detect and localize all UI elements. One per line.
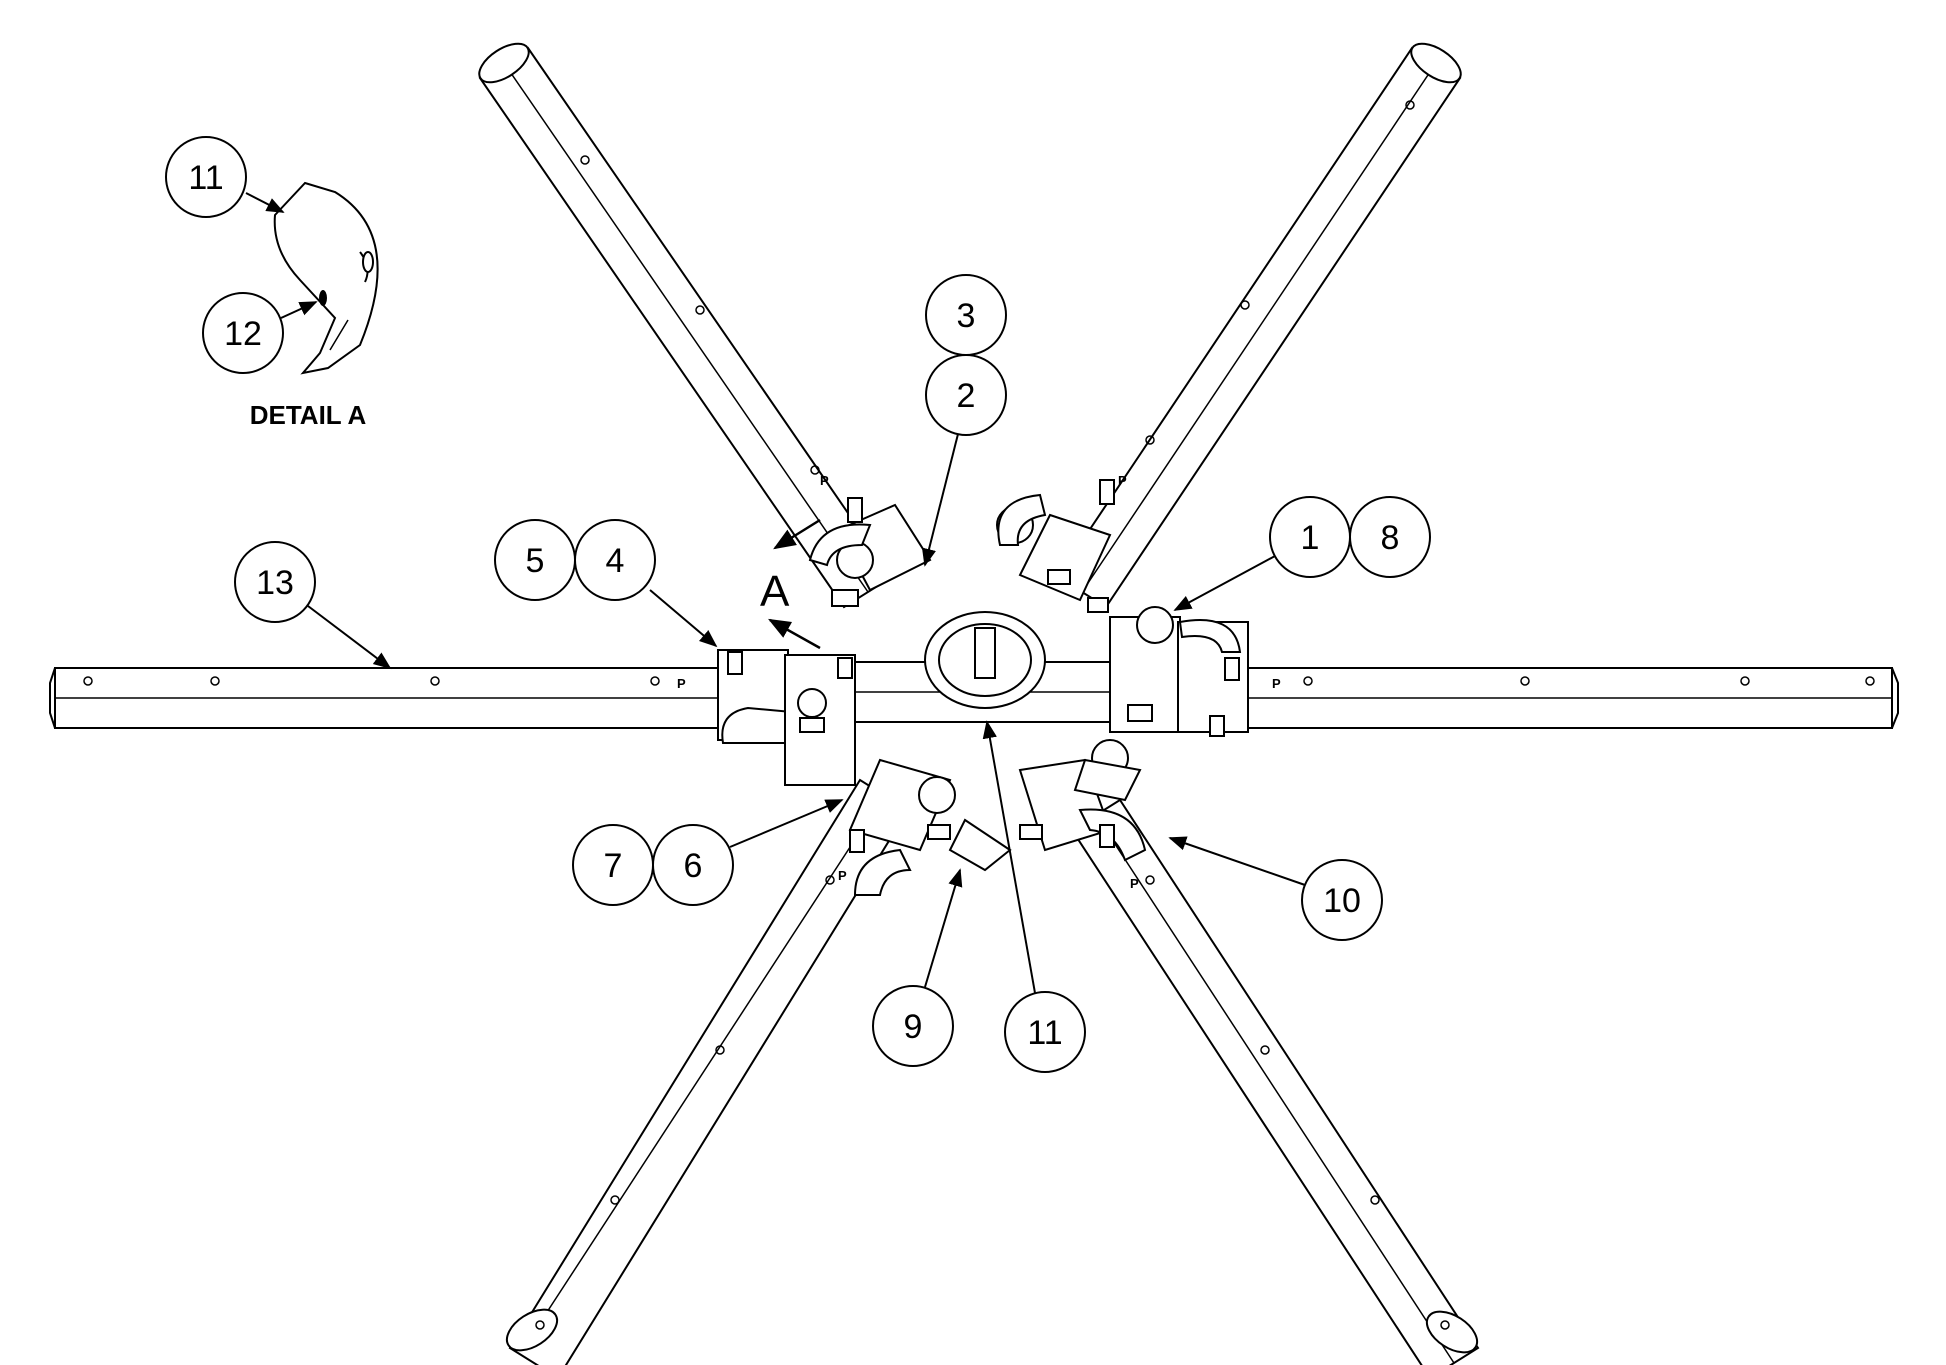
stamp-upper-right: P: [1118, 473, 1127, 488]
stamp-lower-left: P: [838, 868, 847, 883]
svg-text:11: 11: [188, 159, 223, 197]
detail-callout-11: 11: [165, 136, 285, 218]
view-letter: A: [760, 567, 790, 616]
svg-text:12: 12: [224, 315, 262, 353]
rod-stamps: P P P P P P: [677, 473, 1281, 891]
svg-text:8: 8: [1381, 519, 1400, 557]
svg-text:6: 6: [684, 847, 703, 885]
callout-13: 13: [234, 541, 392, 670]
callout-10: 10: [1168, 836, 1383, 941]
svg-text:3: 3: [957, 297, 976, 335]
callout-2: 2: [921, 354, 1007, 567]
svg-text:4: 4: [606, 542, 625, 580]
stamp-left: P: [677, 676, 686, 691]
view-marker-a: A: [760, 518, 821, 650]
svg-text:2: 2: [957, 377, 976, 415]
svg-text:11: 11: [1027, 1014, 1062, 1052]
detail-title: DETAIL A: [250, 400, 367, 430]
arm-left: [49, 667, 756, 729]
central-hub: [717, 479, 1249, 896]
callout-3: 3: [925, 274, 1007, 356]
stamp-upper-left: P: [820, 473, 829, 488]
svg-text:13: 13: [256, 564, 294, 602]
svg-text:9: 9: [904, 1008, 923, 1046]
callout-1: 1: [1173, 496, 1351, 611]
detail-callout-12: 12: [202, 292, 318, 374]
callout-5: 5: [494, 519, 576, 601]
stamp-lower-right: P: [1130, 876, 1139, 891]
arm-right: [1229, 667, 1899, 729]
callout-4: 4: [574, 519, 718, 648]
callout-8: 8: [1349, 496, 1431, 578]
svg-text:1: 1: [1301, 519, 1320, 557]
svg-text:7: 7: [604, 847, 623, 885]
stamp-right: P: [1272, 676, 1281, 691]
callout-11: 11: [982, 720, 1086, 1073]
callout-9: 9: [872, 868, 963, 1067]
detail-a: 11 12 DETAIL A: [165, 136, 379, 430]
callout-7: 7: [572, 824, 654, 906]
svg-text:10: 10: [1323, 882, 1361, 920]
callout-6: 6: [652, 799, 844, 906]
svg-text:5: 5: [526, 542, 545, 580]
